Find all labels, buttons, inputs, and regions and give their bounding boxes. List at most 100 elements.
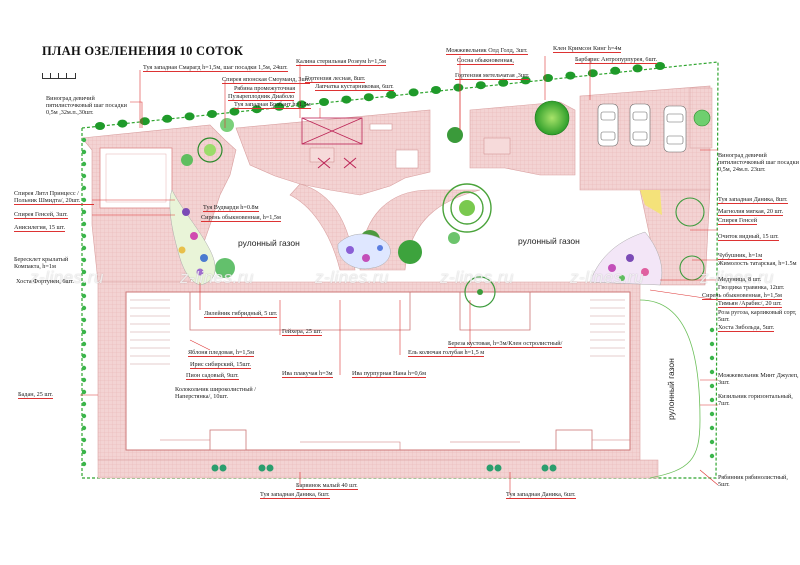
- hedge-tree: [475, 81, 486, 90]
- hedge-tree: [565, 71, 576, 80]
- plant-label: Барбарис Антропурпурея, 6шт.: [575, 56, 658, 64]
- hedge-tree: [498, 78, 509, 87]
- plant-label: Бадан, 25 шт.: [18, 391, 53, 399]
- plant-label: Спирея Генсей: [718, 217, 758, 225]
- hedge-tree: [453, 83, 464, 92]
- hedge-shrub: [81, 185, 87, 191]
- hedge-tree: [543, 74, 553, 82]
- hedge-shrub: [81, 329, 87, 335]
- hedge-shrub: [81, 209, 87, 215]
- plant-label: Спирея Генсей, 3шт.: [14, 211, 68, 219]
- lawn-label-center: рулонный газон: [518, 236, 580, 246]
- watermark: z-lines.ru: [180, 268, 254, 287]
- left-hedge: [81, 137, 87, 467]
- plant-label: Пузыреплодник Диаболо: [228, 93, 295, 101]
- hedge-shrub: [81, 233, 87, 239]
- hedge-shrub: [81, 305, 87, 311]
- plant-label: Сирень обыкновенная, h=1,5м: [201, 214, 281, 222]
- hedge-shrub: [81, 281, 87, 287]
- tree-rowan: [197, 137, 223, 163]
- hedge-tree: [610, 66, 621, 75]
- plant-label: Спирея Литл Принцесс /Польник Шмидта/, 2…: [14, 190, 94, 205]
- plant-label: Хоста Фортунеи, 6шт.: [16, 278, 74, 285]
- hedge-tree: [117, 119, 128, 128]
- plant-label: Кизильник горизонтальный, 7шт.: [718, 393, 793, 407]
- plant-label: Можжевельник Олд Голд, 3шт.: [446, 47, 528, 55]
- plant-label: Рябинник рябинолистный, 5шт.: [718, 474, 788, 488]
- hedge-shrub: [81, 437, 87, 443]
- plant-label: Туя западная Даника, 8шт.: [718, 196, 788, 204]
- hedge-tree: [655, 62, 665, 70]
- hedge-shrub: [709, 341, 715, 347]
- tree-spruce: [398, 240, 422, 264]
- flowerbed-center: [337, 233, 391, 270]
- plant-label: Колокольчик широколистный /Наперстянка/,…: [175, 386, 256, 400]
- hedge-shrub: [81, 353, 87, 359]
- hedge-shrub: [81, 425, 87, 431]
- hedge-shrub: [81, 401, 87, 407]
- hedge-shrub: [81, 461, 87, 467]
- hedge-shrub: [709, 355, 715, 361]
- watermark: z-lines.ru: [570, 268, 644, 287]
- plant-label: Спирея японская Смоуманд, 3шт.: [222, 76, 311, 84]
- plant-label: Туя западная Даника, 6шт.: [260, 491, 330, 499]
- tree-left-mid: [215, 258, 235, 278]
- watermark: z-lines.ru: [315, 268, 389, 287]
- plant-label: Ива плакучая h=3м: [282, 370, 333, 378]
- hedge-shrub: [709, 369, 715, 375]
- watermark: z-lines.ru: [440, 268, 514, 287]
- plant-label: Туя Вудварди h=0.8м: [203, 204, 259, 212]
- hedge-shrub: [81, 257, 87, 263]
- plant-label: Гейхера, 25 шт.: [282, 328, 323, 336]
- plant-label: Гвоздика травянка, 12шт.: [718, 284, 785, 291]
- scale-bar: [42, 73, 76, 79]
- hedge-shrub: [81, 449, 87, 455]
- hedge-tree: [296, 100, 307, 109]
- plant-label: Клен Кримсон Кинг h=4м: [553, 45, 622, 53]
- plant-label: Туя западная Смарагд h=1,5м, шаг посадки…: [143, 64, 288, 72]
- hedge-shrub: [81, 389, 87, 395]
- garden-furniture: [317, 157, 357, 169]
- plant-label: Гортензия лесная, 8шт.: [305, 75, 366, 83]
- stairs-left: [130, 299, 170, 365]
- stairs-right: [590, 299, 625, 357]
- plant-label: Сосна обыкновенная,: [457, 57, 514, 65]
- site-boundary: [81, 61, 719, 479]
- bottom-shrubs: [211, 464, 557, 472]
- paving-bottom: [97, 459, 659, 479]
- hedge-tree: [408, 88, 419, 97]
- plant-label: Барвинок малый 40 шт.: [296, 482, 358, 490]
- plant-label: Очиток видный, 15 шт.: [718, 233, 779, 241]
- plant-label: Туя западная Брабант h=1,5м: [234, 101, 311, 109]
- plant-label: Ирис сибирский, 15шт.: [190, 361, 251, 369]
- plant-label: Лилейник гибридный, 5 шт.: [204, 310, 278, 318]
- tree-right: [675, 197, 705, 227]
- hedge-shrub: [81, 137, 87, 143]
- plant-label: Бересклет крылатый Компакта, h=1м: [14, 256, 69, 270]
- plant-label: Туя западная Даника, 6шт.: [506, 491, 576, 499]
- hedge-shrub: [709, 397, 715, 403]
- hedge-tree: [587, 69, 598, 78]
- plant-label: Магнолия мягкая, 20 шт.: [718, 208, 784, 216]
- flowerbed-corner: [640, 190, 662, 215]
- hedge-tree: [431, 86, 441, 94]
- plant-label: Береза кустовая, h=3м/Клен остролистный/: [448, 340, 563, 348]
- plant-label: Роза ругоза, карликовый сорт, 5шт.: [718, 309, 797, 323]
- hedge-tree: [386, 90, 397, 99]
- hedge-tree: [162, 114, 173, 123]
- plant-label: Жимолость татарская, h=1.5м: [718, 260, 797, 267]
- plant-label: Тимьян /Арабис/, 20 шт.: [718, 300, 782, 308]
- hedge-shrub: [81, 149, 87, 155]
- plant-label: Виноград девичий пятилисточковый шаг пос…: [46, 95, 127, 116]
- hedge-tree: [184, 112, 195, 121]
- pergola: [301, 117, 363, 145]
- plant-label: Калина стерильная Розеум h=1,5м: [296, 58, 386, 66]
- plant-label: Ива пурпурная Нана h=0,6м: [352, 370, 427, 378]
- hedge-shrub: [81, 365, 87, 371]
- car-2: [629, 103, 651, 147]
- tree-maple: [534, 100, 570, 136]
- hedge-tree: [632, 64, 643, 73]
- hedge-tree: [319, 98, 329, 106]
- hedge-shrub: [81, 173, 87, 179]
